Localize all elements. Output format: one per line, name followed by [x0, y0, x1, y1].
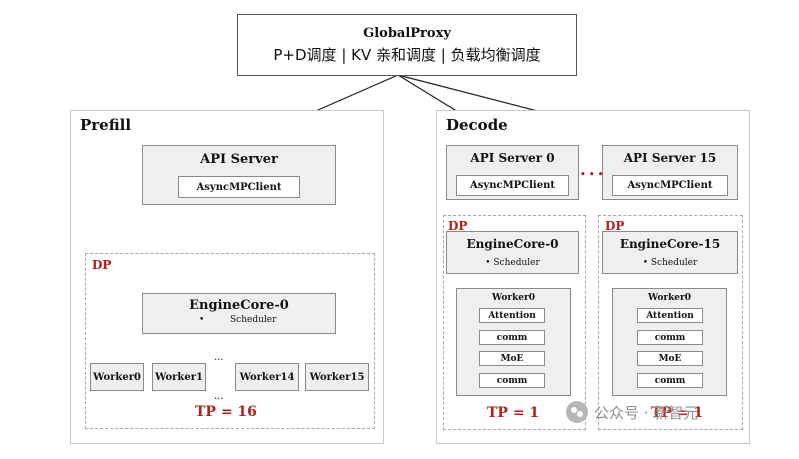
decode-async-client-15: AsyncMPClient — [612, 175, 728, 196]
prefill-title: Prefill — [80, 116, 132, 134]
decode-engine-core-15 — [602, 231, 738, 274]
decode-worker-15-label: Worker0 — [647, 293, 692, 303]
decode-tp-label-15: TP = 1 — [651, 405, 704, 421]
decode-dp-group-15 — [598, 215, 743, 430]
decode-dp-label-15: DP — [605, 219, 625, 233]
decode-engine-core-15-label: EngineCore-15 — [619, 237, 721, 251]
watermark: 公众号 · 新智元 — [566, 401, 698, 423]
prefill-ellipsis-bottom: ... — [214, 391, 224, 402]
prefill-api-server-label: API Server — [200, 151, 278, 167]
decode-comm-15-top: comm — [637, 330, 703, 345]
prefill-dp-label: DP — [92, 258, 112, 272]
prefill-worker-14: Worker14 — [235, 363, 299, 391]
decode-attention-0: Attention — [479, 308, 545, 323]
prefill-tp-label: TP = 16 — [195, 404, 257, 420]
wechat-icon — [566, 401, 588, 423]
decode-api-server-0-label: API Server 0 — [470, 151, 555, 165]
decode-dp-label-0: DP — [448, 219, 468, 233]
decode-comm-0-top: comm — [479, 330, 545, 345]
decode-comm-0-bottom: comm — [479, 373, 545, 388]
prefill-worker-15: Worker15 — [305, 363, 369, 391]
decode-engine-core-0-label: EngineCore-0 — [466, 237, 559, 251]
decode-worker-0-label: Worker0 — [491, 293, 536, 303]
global-proxy-box: GlobalProxy P+D调度 | KV 亲和调度 | 负载均衡调度 — [237, 14, 577, 76]
decode-engine-core-0 — [446, 231, 579, 274]
prefill-worker-0: Worker0 — [90, 363, 144, 391]
decode-comm-15-bottom: comm — [637, 373, 703, 388]
prefill-scheduler-bullet: • — [199, 315, 205, 325]
decode-title: Decode — [446, 116, 508, 134]
decode-tp-label-0: TP = 1 — [487, 405, 540, 421]
decode-scheduler-15: • Scheduler — [642, 258, 698, 268]
decode-attention-15: Attention — [637, 308, 703, 323]
global-proxy-subtitle: P+D调度 | KV 亲和调度 | 负载均衡调度 — [273, 45, 541, 64]
decode-scheduler-0: • Scheduler — [485, 258, 540, 268]
prefill-ellipsis-top: ... — [214, 352, 224, 363]
prefill-engine-core-label: EngineCore-0 — [189, 297, 289, 313]
global-proxy-title: GlobalProxy — [363, 25, 451, 41]
prefill-dp-group — [85, 253, 375, 429]
prefill-scheduler-label: Scheduler — [230, 315, 277, 325]
prefill-async-client: AsyncMPClient — [178, 176, 300, 198]
decode-dots: • • • — [580, 170, 604, 180]
decode-api-server-15-label: API Server 15 — [623, 151, 717, 165]
prefill-worker-1: Worker1 — [152, 363, 206, 391]
watermark-text: 公众号 · 新智元 — [594, 403, 699, 422]
decode-dp-group-0 — [443, 215, 586, 430]
prefill-engine-core — [142, 293, 336, 334]
decode-moe-0: MoE — [479, 351, 545, 366]
decode-async-client-0: AsyncMPClient — [456, 175, 569, 196]
decode-moe-15: MoE — [637, 351, 703, 366]
